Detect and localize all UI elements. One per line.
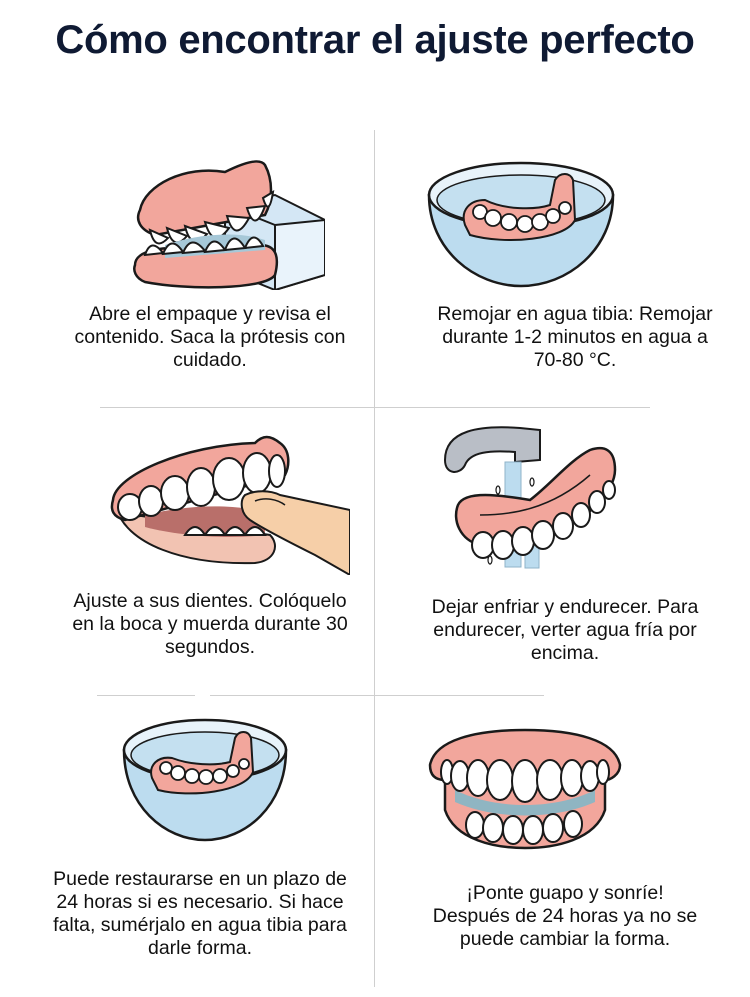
denture-box-icon — [133, 160, 325, 290]
step-3-caption: Ajuste a sus dientes. Colóquelo en la bo… — [72, 590, 348, 658]
bowl-restore-icon — [122, 718, 288, 842]
grid-divider-horizontal-2c — [375, 695, 413, 696]
step-4-caption: Dejar enfriar y endurecer. Para endurece… — [431, 596, 699, 664]
grid-divider-horizontal-1 — [100, 407, 650, 408]
step-1-caption: Abre el empaque y revisa el contenido. S… — [74, 303, 346, 371]
grid-divider-horizontal-2b — [210, 695, 374, 696]
smile-teeth-icon — [428, 728, 622, 850]
grid-divider-horizontal-2d — [396, 695, 544, 696]
faucet-rinse-icon — [443, 426, 617, 569]
grid-divider-horizontal-2a — [97, 695, 195, 696]
bowl-soak-icon — [427, 161, 615, 288]
bite-fit-icon — [110, 435, 350, 575]
step-2-caption: Remojar en agua tibia: Remojar durante 1… — [437, 303, 713, 371]
step-6-caption: ¡Ponte guapo y sonríe! Después de 24 hor… — [432, 882, 698, 950]
page-title: Cómo encontrar el ajuste perfecto — [55, 18, 695, 62]
step-5-caption: Puede restaurarse en un plazo de 24 hora… — [53, 868, 347, 959]
grid-divider-vertical — [374, 130, 375, 987]
